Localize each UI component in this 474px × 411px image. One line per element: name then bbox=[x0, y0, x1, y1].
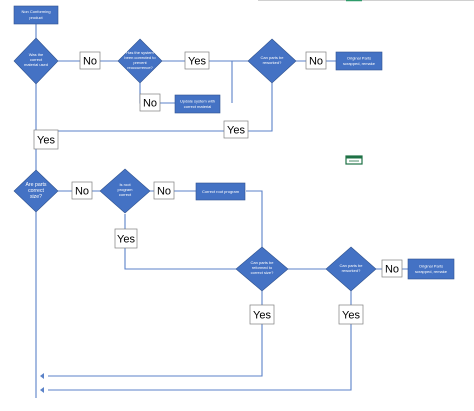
decision-parts-reworked-2[interactable]: Can parts be reworked? bbox=[325, 246, 377, 292]
connectors bbox=[35, 24, 408, 398]
decision-parts-reworked-1[interactable]: Can parts be reworked? bbox=[247, 38, 297, 84]
svg-text:Yes: Yes bbox=[117, 234, 135, 246]
d5-line-3: correct bbox=[119, 192, 132, 197]
svg-text:No: No bbox=[143, 98, 157, 110]
d7-line-2: reworked? bbox=[342, 268, 361, 273]
connector-d7-return bbox=[48, 291, 352, 391]
r2-line-2: scrapped, remake bbox=[415, 269, 448, 274]
svg-text:Yes: Yes bbox=[227, 125, 245, 137]
process-scrap-remake-2[interactable]: Original Parts scrapped, remake bbox=[407, 258, 455, 280]
label-yes-d3[interactable]: Yes bbox=[223, 120, 249, 139]
svg-text:Yes: Yes bbox=[188, 56, 206, 68]
d1-line-1: Was the bbox=[29, 52, 44, 57]
d3-line-1: Can parts be bbox=[261, 55, 285, 60]
process-scrap-remake-1[interactable]: Original Parts scrapped, remake bbox=[335, 51, 383, 71]
label-yes-d6[interactable]: Yes bbox=[249, 304, 275, 325]
svg-text:Yes: Yes bbox=[253, 310, 271, 322]
d2-line-1: Has the system bbox=[126, 50, 154, 55]
label-yes-d1[interactable]: Yes bbox=[33, 129, 59, 150]
decision-correct-material[interactable]: Was the correct material used bbox=[13, 37, 59, 85]
decision-reformed-size[interactable]: Can parts be reformed to correct size? bbox=[235, 246, 289, 292]
connector-d5-d6 bbox=[124, 214, 236, 270]
decision-system-corrected[interactable]: Has the system been corrected to prevent… bbox=[117, 38, 163, 84]
d2-line-4: reoccurrence? bbox=[127, 65, 153, 70]
r1-line-2: scrapped, remake bbox=[343, 61, 376, 66]
d3-line-2: reworked? bbox=[263, 60, 282, 65]
arrowhead-return-1 bbox=[40, 373, 44, 379]
label-yes-d5[interactable]: Yes bbox=[114, 228, 138, 249]
svg-text:No: No bbox=[157, 186, 171, 198]
decision-root-program[interactable]: Is root program correct bbox=[99, 168, 151, 214]
start-line-1: Non Conforming bbox=[21, 9, 50, 14]
svg-text:Yes: Yes bbox=[342, 310, 360, 322]
d5-line-1: Is root bbox=[119, 182, 131, 187]
label-no-d2[interactable]: No bbox=[139, 93, 161, 112]
process-correct-root-program[interactable]: Correct root program bbox=[195, 182, 246, 201]
svg-text:Yes: Yes bbox=[37, 135, 55, 147]
branch-labels: No Yes No No Yes Yes No No bbox=[33, 51, 403, 325]
r2-line-1: Original Parts bbox=[419, 264, 443, 269]
label-no-d1[interactable]: No bbox=[79, 51, 101, 70]
label-no-d3[interactable]: No bbox=[305, 51, 327, 70]
p2-line-1: Correct root program bbox=[202, 189, 240, 194]
label-no-d5[interactable]: No bbox=[153, 181, 175, 200]
d1-line-2: correct bbox=[30, 57, 43, 62]
d7-line-1: Can parts be bbox=[340, 263, 364, 268]
d5-line-2: program bbox=[118, 187, 134, 192]
svg-text:No: No bbox=[309, 56, 323, 68]
p1-line-1: Update system with bbox=[180, 99, 215, 104]
d6-line-1: Can parts be bbox=[251, 260, 275, 265]
r1-line-1: Original Parts bbox=[347, 56, 371, 61]
arrowhead-return-2 bbox=[40, 387, 44, 393]
d2-line-3: prevent bbox=[133, 60, 147, 65]
d2-line-2: been corrected to bbox=[124, 55, 156, 60]
d4-line-3: size? bbox=[30, 194, 42, 200]
label-yes-d7[interactable]: Yes bbox=[338, 304, 364, 325]
p1-line-2: correct material bbox=[184, 104, 212, 109]
svg-text:No: No bbox=[83, 56, 97, 68]
label-no-d7[interactable]: No bbox=[381, 259, 403, 278]
decision-correct-size[interactable]: Are parts correct size? bbox=[13, 169, 59, 213]
d1-line-3: material used bbox=[24, 62, 48, 67]
process-update-system[interactable]: Update system with correct material bbox=[174, 94, 221, 114]
start-node[interactable]: Non Conforming product bbox=[13, 5, 59, 25]
connector-d3-back bbox=[36, 83, 273, 132]
d6-line-2: reformed to bbox=[252, 265, 273, 270]
label-yes-d2[interactable]: Yes bbox=[184, 51, 210, 70]
d6-line-3: correct size? bbox=[251, 270, 274, 275]
start-line-2: product bbox=[29, 15, 43, 20]
d4-line-1: Are parts bbox=[25, 182, 46, 188]
svg-text:No: No bbox=[385, 264, 399, 276]
connector-d6-return bbox=[48, 291, 263, 377]
svg-text:No: No bbox=[75, 186, 89, 198]
excel-icon[interactable] bbox=[345, 155, 363, 165]
connector-p2-d6 bbox=[246, 190, 263, 247]
d4-line-2: correct bbox=[28, 188, 44, 194]
label-no-d4[interactable]: No bbox=[71, 181, 93, 200]
